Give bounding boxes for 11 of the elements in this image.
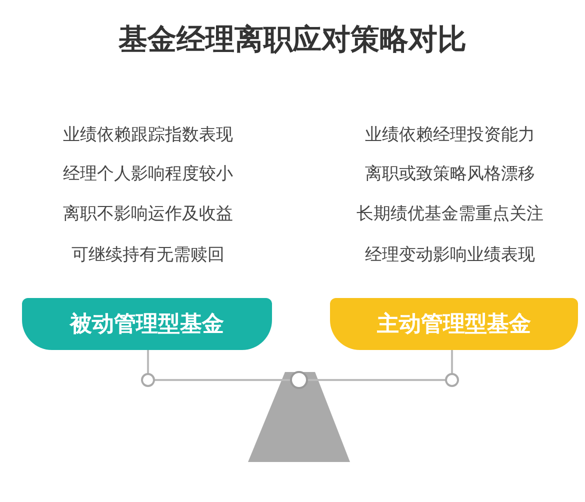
- feature-text: 经理个人影响程度较小: [63, 163, 233, 185]
- feature-text: 长期绩优基金需重点关注: [356, 203, 544, 225]
- feature-text: 业绩依赖跟踪指数表现: [63, 124, 233, 146]
- feature-text: 业绩依赖经理投资能力: [365, 124, 535, 146]
- fund-type-tab: 主动管理型基金: [330, 298, 578, 350]
- feature-text: 离职不影响运作及收益: [63, 203, 233, 225]
- title: 基金经理离职应对策略对比: [118, 21, 468, 58]
- fund-type-tab: 被动管理型基金: [22, 298, 272, 350]
- feature-text: 经理变动影响业绩表现: [365, 244, 535, 266]
- feature-text: 可继续持有无需赎回: [72, 244, 224, 266]
- feature-text: 离职或致策略风格漂移: [365, 163, 535, 185]
